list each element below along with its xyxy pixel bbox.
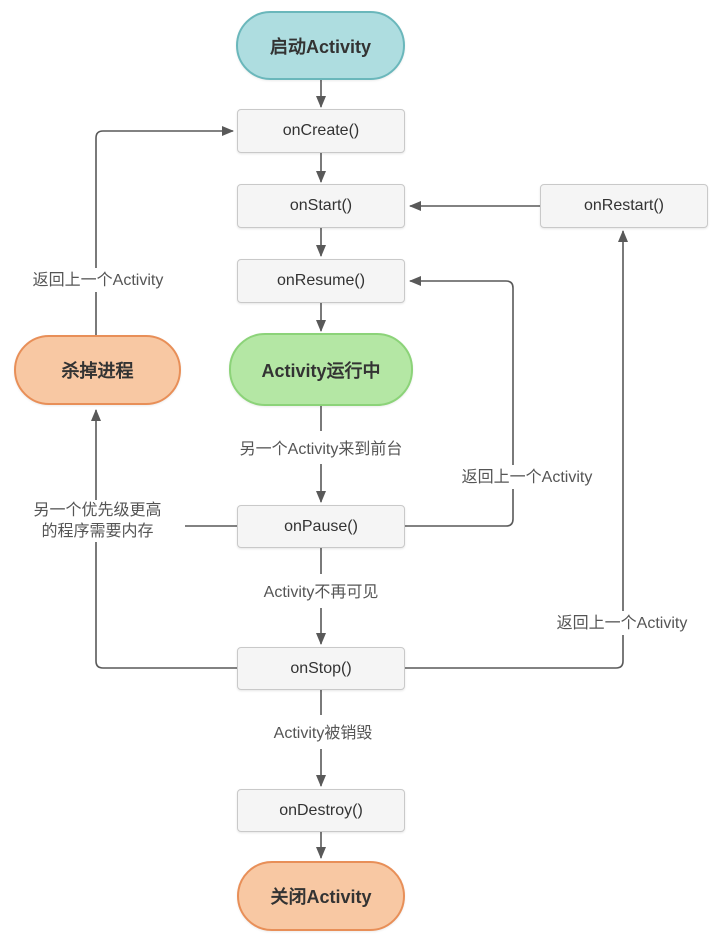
edge-label-activity-destroyed: Activity被销毁: [253, 721, 393, 745]
edge-label-higher-priority-line2: 的程序需要内存: [41, 523, 154, 540]
node-close-activity: 关闭Activity: [237, 861, 405, 931]
edge-label-back-to-previous-mid: 返回上一个Activity: [447, 465, 607, 489]
node-oncreate: onCreate(): [237, 109, 405, 153]
node-onpause: onPause(): [237, 505, 405, 548]
node-onstart: onStart(): [237, 184, 405, 228]
edge-label-higher-priority-memory: 另一个优先级更高 的程序需要内存: [10, 500, 185, 542]
node-onrestart: onRestart(): [540, 184, 708, 228]
edge-label-no-longer-visible: Activity不再可见: [251, 580, 391, 604]
edge-label-back-to-previous-right: 返回上一个Activity: [542, 611, 702, 635]
node-kill-process: 杀掉进程: [14, 335, 181, 405]
node-onstop: onStop(): [237, 647, 405, 690]
node-onresume: onResume(): [237, 259, 405, 303]
node-activity-running: Activity运行中: [229, 333, 413, 406]
node-ondestroy: onDestroy(): [237, 789, 405, 832]
edge-label-another-activity-foreground: 另一个Activity来到前台: [226, 437, 416, 461]
node-start-activity: 启动Activity: [236, 11, 405, 80]
edge-label-higher-priority-line1: 另一个优先级更高: [33, 502, 162, 519]
edge-label-back-to-previous-left: 返回上一个Activity: [18, 268, 178, 292]
